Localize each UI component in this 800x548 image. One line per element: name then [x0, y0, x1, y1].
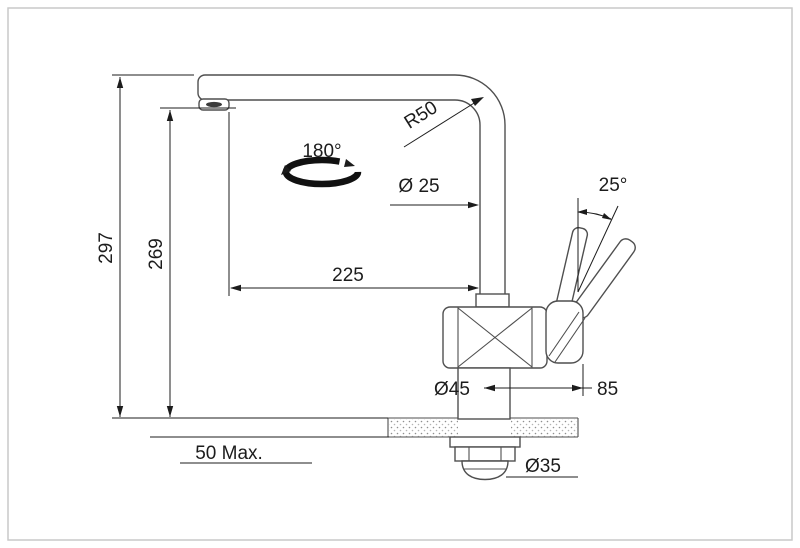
deck-right-fill [511, 419, 577, 437]
body-cross-hatch-2 [457, 307, 533, 368]
mounting-nut [454, 446, 516, 462]
dim-label-180: 180° [302, 141, 341, 162]
dim-label-269: 269 [146, 238, 167, 270]
joint-line-1 [548, 311, 580, 357]
joint-line-2 [554, 317, 586, 363]
mounting-washer [449, 436, 521, 448]
dim-label-297: 297 [96, 232, 117, 264]
riser-collar [475, 293, 510, 308]
dim-label-85: 85 [597, 379, 618, 400]
dim-label-d25: Ø 25 [398, 176, 439, 197]
dim-label-25deg: 25° [599, 175, 628, 196]
aerator-icon [206, 101, 222, 108]
dimension-outlet-height: 269 [146, 107, 236, 417]
dim-label-d45: Ø45 [434, 379, 470, 400]
dimension-deck-thickness: 50 Max. [150, 436, 389, 464]
dimension-lever-angle: 25° [577, 175, 628, 293]
dim-label-225: 225 [332, 265, 364, 286]
dimension-swivel-180: 180° [281, 141, 362, 188]
deck-left-fill [389, 419, 458, 437]
dimension-hole-diameter: Ø35 [506, 456, 578, 478]
dim-label-d35: Ø35 [525, 456, 561, 477]
dim-label-50max: 50 Max. [195, 443, 263, 464]
dimension-body-diameter: Ø45 [434, 379, 470, 400]
faucet-outline [197, 74, 636, 481]
base-column [457, 367, 511, 420]
dimension-spout-reach: 225 [228, 112, 479, 296]
dimension-tube-diameter: Ø 25 [390, 176, 479, 209]
spout-tube [197, 74, 506, 308]
dimension-lever-offset: 85 [484, 364, 618, 400]
shroud-dome [461, 460, 509, 481]
dimension-total-height: 297 [96, 74, 388, 419]
counter-deck [387, 417, 579, 438]
handle-base [545, 300, 584, 364]
